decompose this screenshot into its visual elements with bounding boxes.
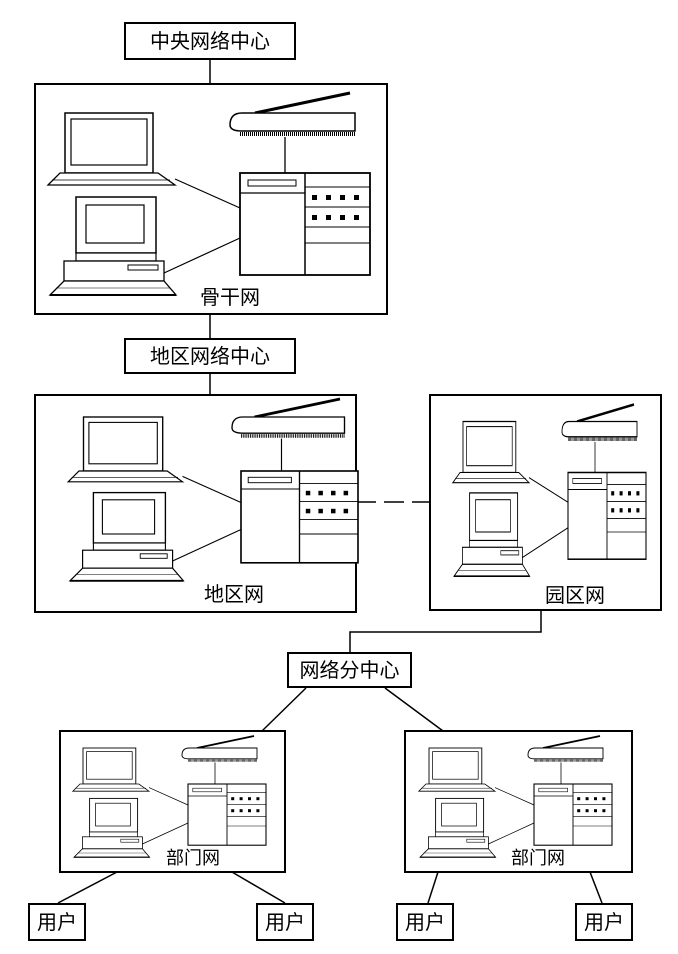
network-sub-center-label: 网络分中心	[287, 652, 412, 688]
link-subcenter-dept-right	[384, 687, 444, 732]
department-right-equipment	[417, 734, 614, 859]
link-subcenter-dept-left	[261, 687, 307, 732]
user-label: 用户	[575, 903, 633, 941]
backbone-equipment	[46, 91, 372, 297]
department-left-equipment	[71, 734, 268, 859]
backbone-network-caption: 骨干网	[200, 285, 260, 309]
department-network-caption-left: 部门网	[166, 848, 220, 869]
campus-network-panel	[429, 394, 662, 611]
campus-network-caption: 园区网	[545, 583, 605, 607]
link-dept-left-user-2	[231, 871, 286, 904]
campus-equipment	[451, 402, 648, 578]
link-dept-right-user-2	[589, 871, 603, 904]
department-network-caption-right: 部门网	[511, 848, 565, 869]
regional-network-caption: 地区网	[204, 582, 264, 606]
regional-network-center-label: 地区网络中心	[124, 338, 296, 374]
link-campus-subcenter	[349, 610, 542, 652]
backbone-network-panel	[34, 83, 388, 315]
link-dept-right-user-1	[427, 871, 439, 904]
user-label: 用户	[256, 903, 314, 941]
central-network-center-label: 中央网络中心	[124, 22, 296, 60]
link-dept-left-user-1	[57, 871, 118, 904]
department-network-panel-left	[59, 730, 286, 873]
regional-equipment	[66, 397, 360, 583]
department-network-panel-right	[404, 730, 633, 873]
user-label: 用户	[396, 903, 454, 941]
user-label: 用户	[28, 903, 86, 941]
